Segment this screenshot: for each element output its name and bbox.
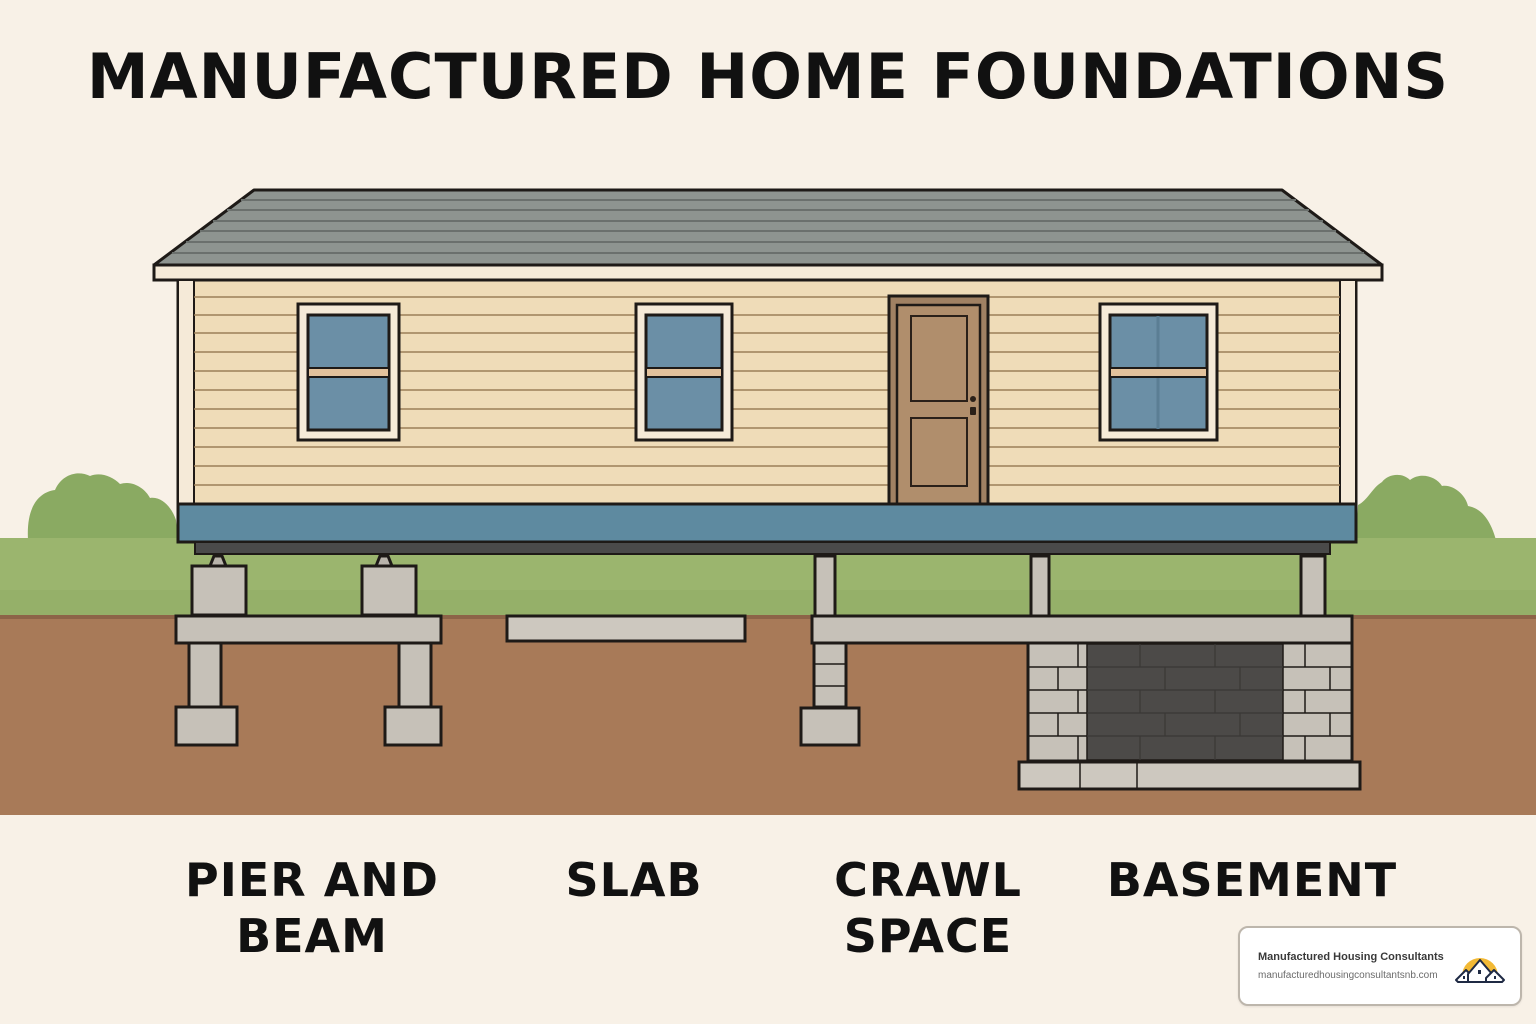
label-line: CRAWL [834,853,1022,907]
door [887,294,990,506]
skirting [176,502,1358,544]
label-line: SLAB [565,853,703,907]
label-crawl-space: CRAWL SPACE [808,852,1048,964]
roof [152,188,1384,282]
label-basement: BASEMENT [1102,852,1402,908]
page-title: MANUFACTURED HOME FOUNDATIONS [86,40,1450,113]
branding-badge: Manufactured Housing Consultants manufac… [1238,926,1522,1006]
window-1 [296,302,401,442]
pier-and-beam-foundation [174,554,443,747]
label-slab: SLAB [534,852,734,908]
label-line: BEAM [236,909,388,963]
label-pier-and-beam: PIER AND BEAM [172,852,452,964]
houses-with-sun-icon [1455,958,1505,983]
window-3 [1098,302,1219,442]
label-line: PIER AND [185,853,439,907]
slab-foundation [505,614,747,643]
steel-beam [194,541,1331,555]
bush-right [1356,474,1496,540]
window-2 [634,302,734,442]
brand-name: Manufactured Housing Consultants [1258,951,1444,963]
brand-url: manufacturedhousingconsultantsnb.com [1258,970,1438,981]
basement-foundation [1017,641,1362,791]
label-line: SPACE [843,909,1013,963]
crawl-space-foundation [799,554,1354,747]
bush-left [27,473,178,540]
label-line: BASEMENT [1106,853,1398,907]
